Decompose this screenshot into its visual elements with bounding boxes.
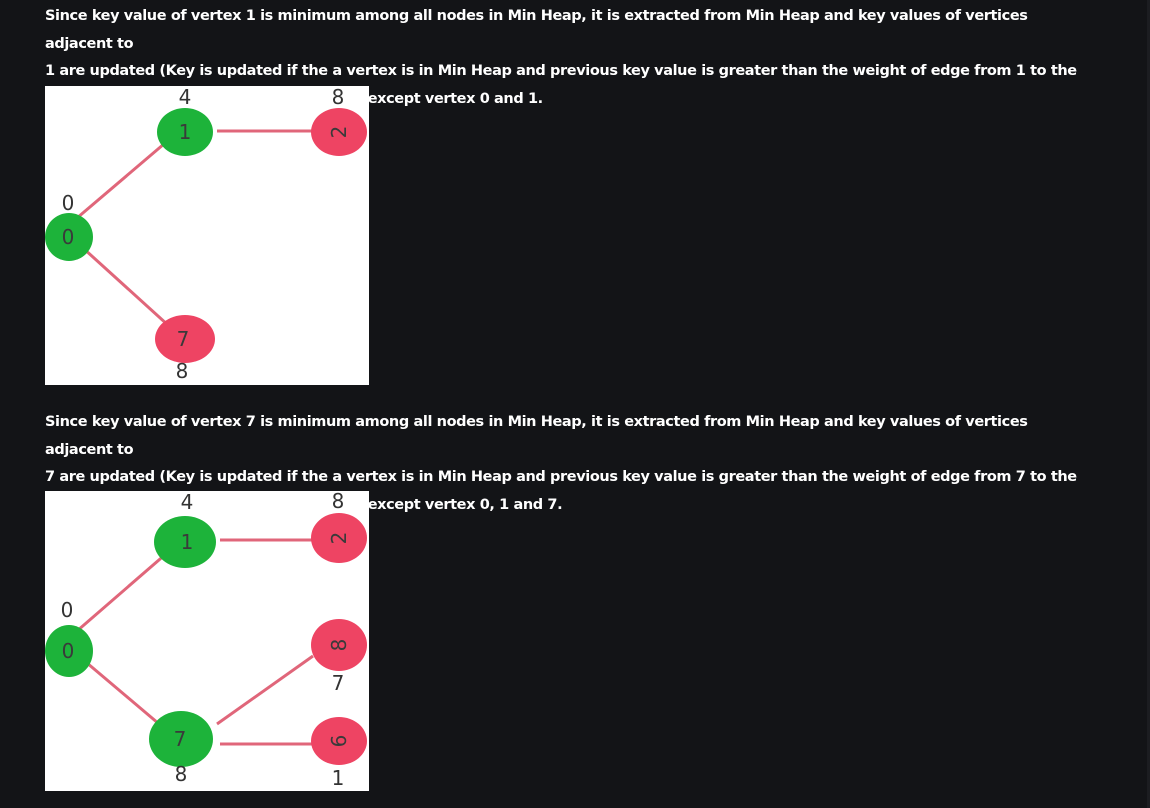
scrollbar-track bbox=[1147, 0, 1150, 808]
vertex-1-key: 4 bbox=[179, 86, 192, 109]
vertex-6-node bbox=[311, 717, 367, 765]
vertex-1-node bbox=[154, 516, 216, 568]
paragraph-line: Since key value of vertex 7 is minimum a… bbox=[45, 414, 1028, 458]
vertex-1-key: 4 bbox=[181, 491, 194, 514]
vertex-7-label: 7 bbox=[177, 327, 190, 351]
vertex-7-node bbox=[155, 315, 215, 363]
vertex-6-label: 6 bbox=[327, 735, 351, 748]
edge-0-1 bbox=[76, 136, 172, 220]
vertex-1-node bbox=[157, 108, 213, 156]
graph-svg-1: 0 0 1 4 2 8 7 8 bbox=[45, 86, 367, 383]
vertex-2-node bbox=[311, 513, 367, 563]
vertex-2-label: 2 bbox=[327, 126, 351, 139]
vertex-8-label: 8 bbox=[327, 639, 351, 652]
vertex-2-label: 2 bbox=[327, 532, 351, 545]
vertex-0-node bbox=[45, 625, 93, 677]
vertex-0-label: 0 bbox=[62, 639, 75, 663]
vertex-7-node bbox=[149, 711, 213, 767]
paragraph-line: 7 are updated (Key is updated if the a v… bbox=[45, 469, 1077, 485]
vertex-0-node bbox=[45, 213, 93, 261]
vertex-7-key: 8 bbox=[175, 762, 188, 786]
edge-0-7 bbox=[81, 246, 171, 328]
edge-0-7 bbox=[86, 661, 166, 731]
paragraph-line: 1 are updated (Key is updated if the a v… bbox=[45, 63, 1077, 79]
vertex-6-key: 1 bbox=[332, 766, 345, 790]
vertex-2-node bbox=[311, 108, 367, 156]
vertex-7-key: 8 bbox=[176, 359, 189, 383]
vertex-1-label: 1 bbox=[179, 120, 192, 144]
edge-7-8 bbox=[216, 654, 314, 726]
vertex-0-label: 0 bbox=[62, 225, 75, 249]
vertex-2-key: 8 bbox=[332, 86, 345, 109]
vertex-1-label: 1 bbox=[181, 530, 194, 554]
vertex-7-label: 7 bbox=[174, 727, 187, 751]
vertex-2-key: 8 bbox=[332, 491, 345, 513]
graph-figure-step-2: 0 0 1 4 2 8 8 7 7 8 6 1 bbox=[45, 491, 369, 791]
vertex-8-key: 7 bbox=[332, 671, 345, 695]
edge-0-1 bbox=[76, 551, 168, 633]
vertex-0-key: 0 bbox=[61, 598, 74, 622]
vertex-8-node bbox=[311, 619, 367, 671]
graph-svg-2: 0 0 1 4 2 8 8 7 7 8 6 1 bbox=[45, 491, 367, 790]
graph-figure-step-1: 0 0 1 4 2 8 7 8 bbox=[45, 86, 369, 385]
vertex-0-key: 0 bbox=[62, 191, 75, 215]
explanation-paragraph-2: Since key value of vertex 7 is minimum a… bbox=[45, 409, 1095, 519]
paragraph-line: Since key value of vertex 1 is minimum a… bbox=[45, 8, 1028, 52]
